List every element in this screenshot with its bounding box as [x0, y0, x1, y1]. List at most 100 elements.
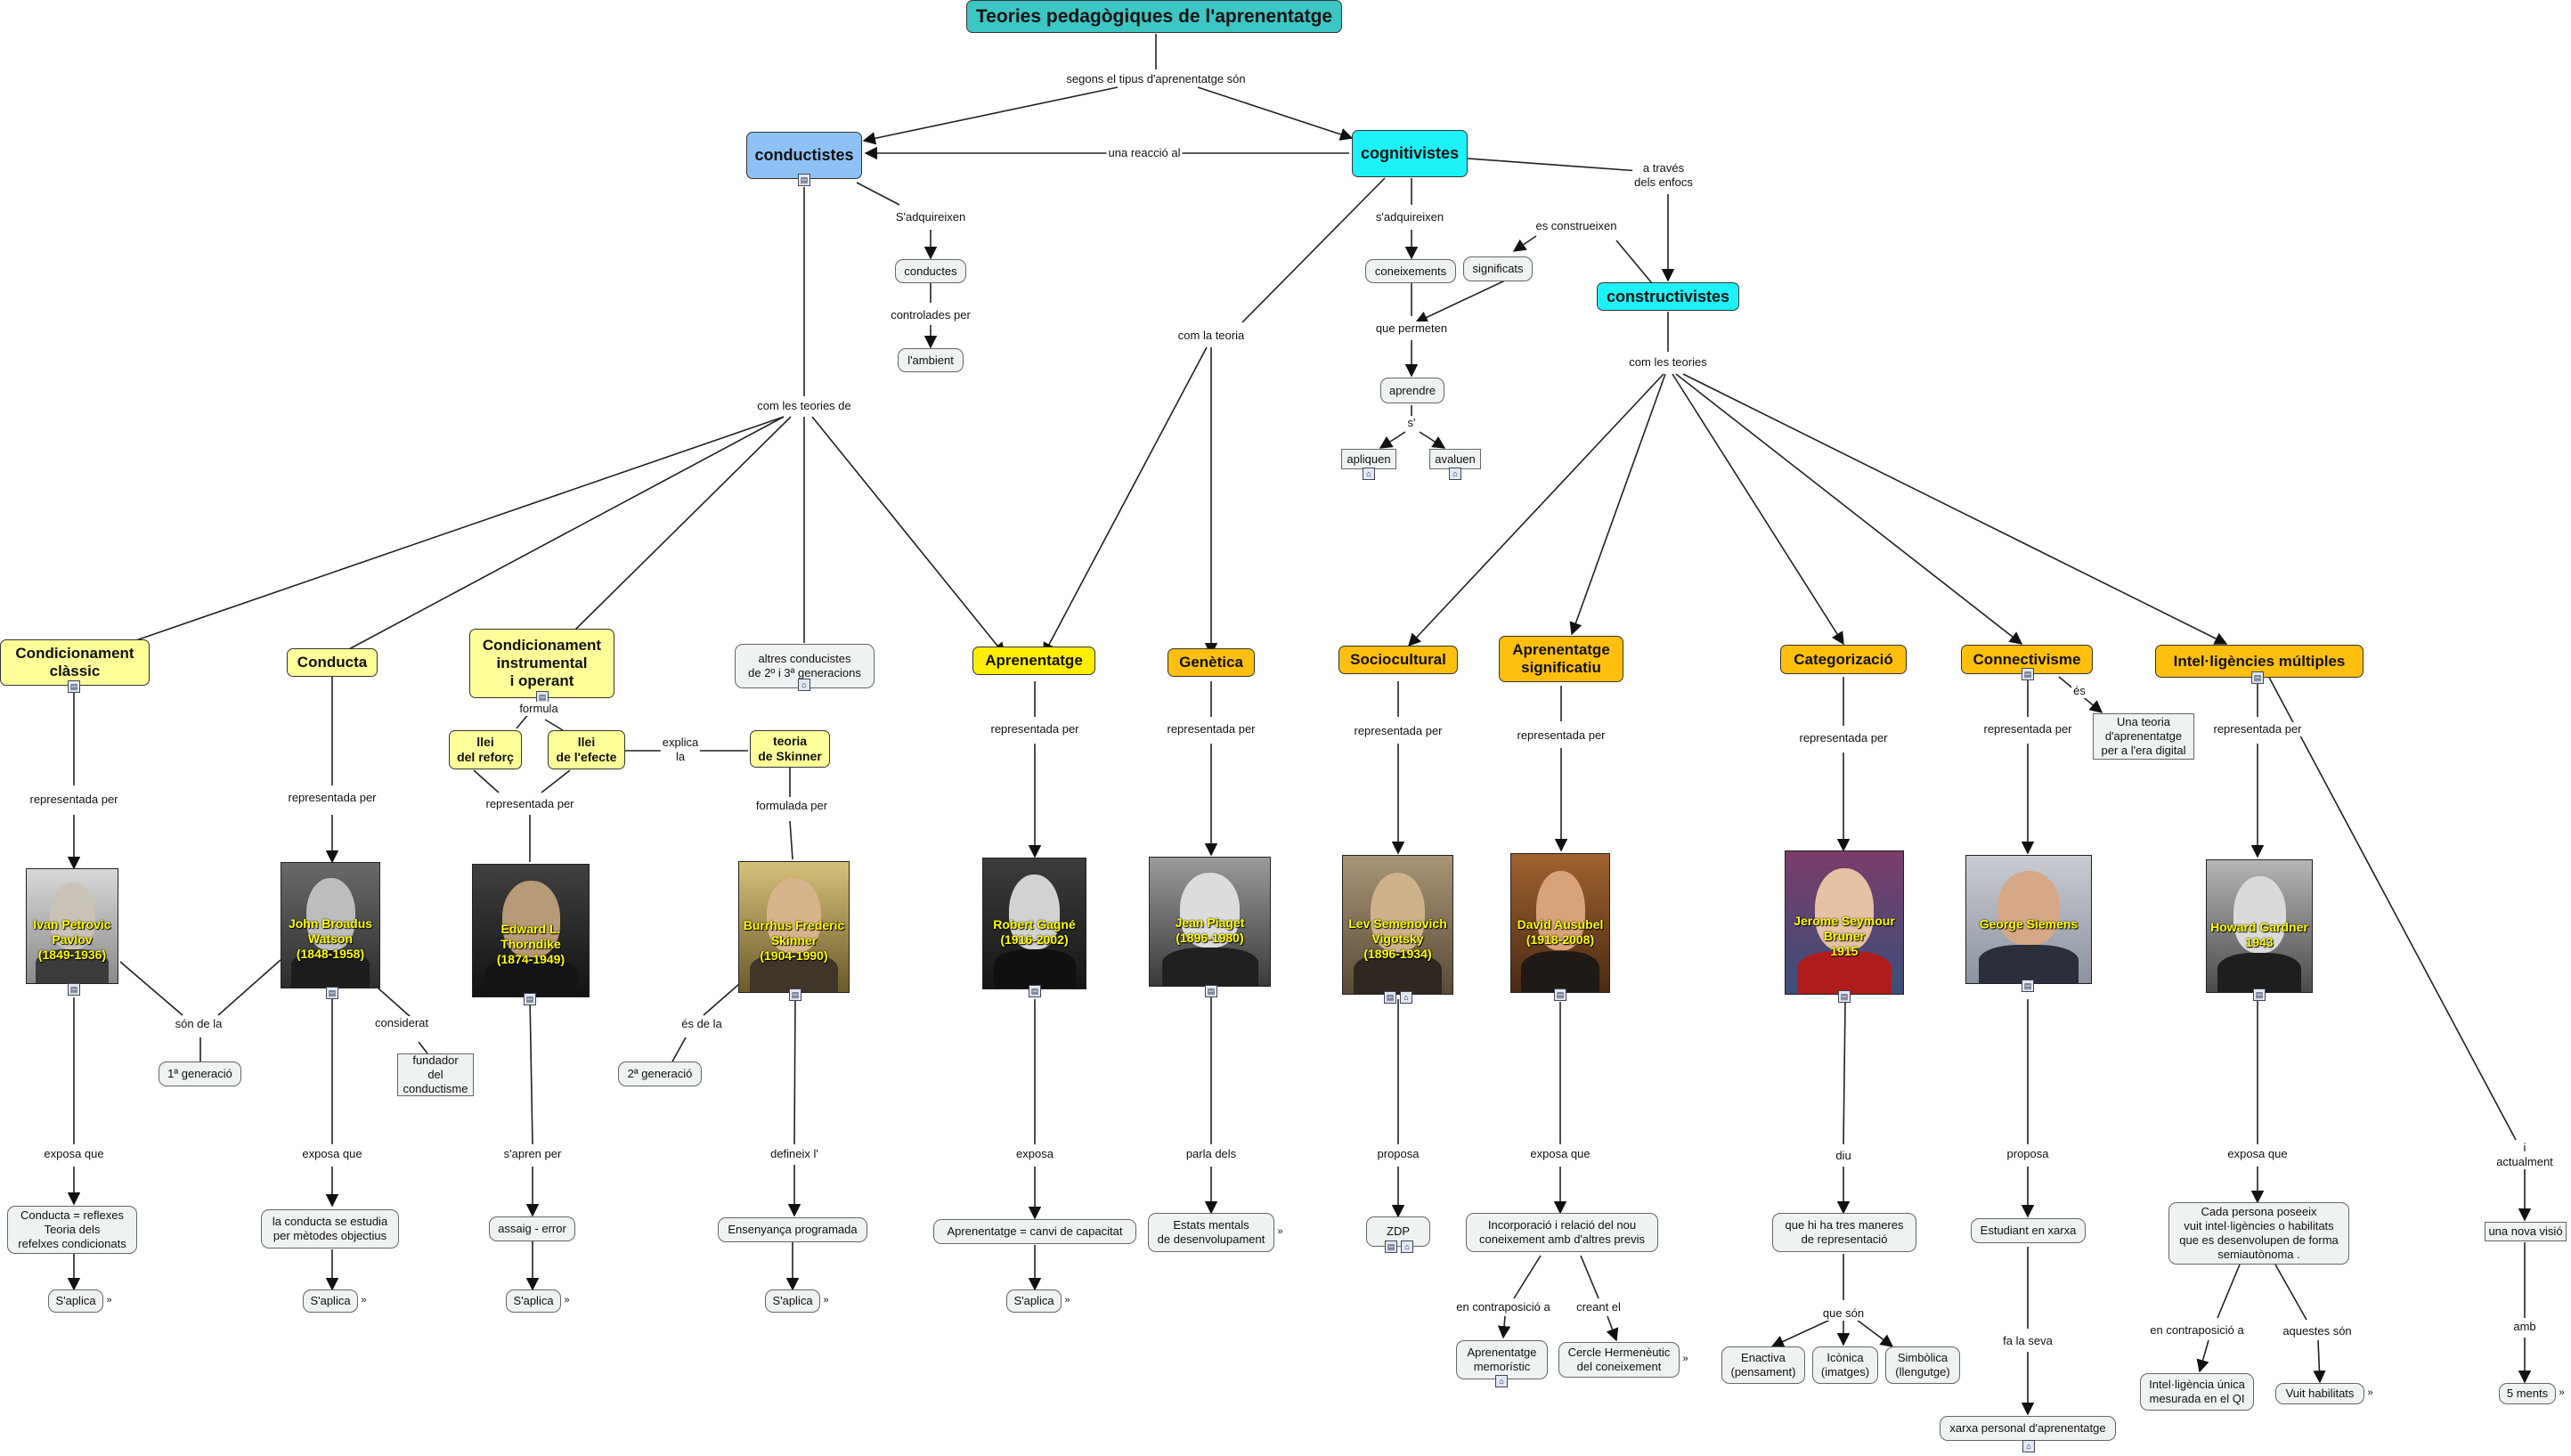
double-arrow-icon[interactable]: » [2367, 1387, 2373, 1398]
label-exposa-que-ausubel[interactable]: exposa que [1528, 1147, 1592, 1161]
note-icon[interactable]: ▤ [524, 993, 536, 1005]
note-icon[interactable]: ▤ [326, 987, 338, 999]
photo-ausubel[interactable]: David Ausubel (1918-2008) [1510, 853, 1610, 993]
note-icon[interactable]: ▤ [2253, 988, 2266, 1001]
label-representada-vigotsky[interactable]: representada per [1352, 724, 1444, 738]
label-exposa-que-watson[interactable]: exposa que [300, 1147, 364, 1161]
note-icon[interactable]: ▤ [2022, 668, 2034, 680]
concept-map-icon[interactable]: ⌂ [2022, 1440, 2035, 1452]
label-representada-thorndike[interactable]: representada per [484, 797, 576, 811]
label-que-permeten[interactable]: que permeten [1373, 321, 1450, 336]
note-icon[interactable]: ▤ [1554, 988, 1566, 1001]
double-arrow-icon[interactable]: » [106, 1295, 112, 1306]
label-fa-la-seva[interactable]: fa la seva [2001, 1334, 2054, 1348]
note-icon[interactable]: ▤ [68, 983, 80, 996]
label-sadquireixen-coneixements[interactable]: s'adquireixen [1373, 210, 1446, 224]
photo-piaget[interactable]: Jean Piaget (1896-1980) [1149, 857, 1271, 987]
label-formula[interactable]: formula [517, 702, 560, 716]
label-exposa-que-pavlov[interactable]: exposa que [42, 1147, 106, 1161]
photo-pavlov[interactable]: Ivan Petrovic Pavlov (1849-1936) [26, 868, 118, 984]
double-arrow-icon[interactable]: » [1682, 1354, 1688, 1364]
double-arrow-icon[interactable]: » [823, 1295, 829, 1306]
node-conductes[interactable]: conductes [895, 259, 966, 283]
concept-map-icon[interactable]: ⌂ [1449, 468, 1461, 480]
note-icon[interactable]: ▤ [1029, 985, 1041, 997]
node-saplica-pavlov[interactable]: S'aplica [48, 1289, 103, 1313]
concept-map-icon[interactable]: ⌂ [798, 679, 810, 691]
node-avaluen[interactable]: avaluen [1429, 449, 1481, 469]
double-arrow-icon[interactable]: » [361, 1295, 367, 1306]
label-es-de-la[interactable]: és de la [679, 1017, 724, 1031]
label-segons[interactable]: segons el tipus d'aprenentatge són [1064, 72, 1248, 86]
label-en-contraposicio-ausubel[interactable]: en contraposició a [1454, 1300, 1552, 1314]
label-aquestes-son[interactable]: aquestes són [2281, 1324, 2354, 1338]
label-formulada-per[interactable]: formulada per [753, 799, 830, 813]
label-es-construeixen[interactable]: es construeixen [1534, 219, 1619, 233]
label-s[interactable]: s' [1405, 416, 1418, 430]
node-categoritzacio[interactable]: Categorizació [1780, 645, 1907, 674]
label-proposa-vigotsky[interactable]: proposa [1375, 1147, 1421, 1161]
node-significats[interactable]: significats [1463, 256, 1533, 281]
node-enactiva[interactable]: Enactiva (pensament) [1721, 1346, 1805, 1384]
node-apliquen[interactable]: apliquen [1341, 449, 1396, 469]
photo-skinner[interactable]: Burrhus Frederic Skinner (1904-1990) [738, 861, 850, 993]
concept-map-icon[interactable]: ⌂ [1400, 991, 1412, 1004]
label-representada-gardner[interactable]: representada per [2211, 722, 2304, 736]
label-considerat[interactable]: considerat [373, 1016, 430, 1030]
label-que-son[interactable]: que són [1820, 1306, 1867, 1321]
label-representada-piaget[interactable]: representada per [1165, 722, 1257, 736]
photo-gardner[interactable]: Howard Gardner 1943 [2206, 859, 2313, 993]
label-representada-ausubel[interactable]: representada per [1515, 728, 1607, 743]
note-icon[interactable]: ▤ [798, 174, 810, 186]
node-llei-reforc[interactable]: llei del reforç [449, 730, 522, 769]
node-iconica[interactable]: Icònica (imatges) [1812, 1346, 1878, 1384]
node-cada-persona[interactable]: Cada persona poseeix vuit intel·ligèncie… [2168, 1202, 2349, 1265]
label-representada-bruner[interactable]: representada per [1797, 731, 1890, 745]
node-memoristic[interactable]: Aprenentatge memorístic [1456, 1340, 1548, 1379]
concept-map-icon[interactable]: ⌂ [1495, 1375, 1508, 1387]
label-representada-pavlov[interactable]: representada per [28, 793, 120, 807]
label-son-de-la[interactable]: són de la [173, 1017, 224, 1031]
double-arrow-icon[interactable]: » [2559, 1387, 2565, 1398]
label-creant-el[interactable]: creant el [1574, 1300, 1623, 1314]
label-sapren-per[interactable]: s'apren per [501, 1147, 564, 1161]
node-nova-visio[interactable]: una nova visió [2485, 1222, 2567, 1241]
label-reaccio[interactable]: una reacció al [1106, 146, 1183, 160]
note-icon[interactable]: ▤ [1384, 991, 1396, 1004]
photo-bruner[interactable]: Jerome Seymour Bruner 1915 [1785, 850, 1904, 995]
node-cercle-hermeneutic[interactable]: Cercle Hermenèutic del coneixement [1558, 1342, 1680, 1378]
node-ensenyanca-programada[interactable]: Ensenyança programada [718, 1217, 867, 1242]
node-saplica-watson[interactable]: S'aplica [303, 1289, 358, 1313]
node-aprenentatge[interactable]: Aprenentatge [972, 647, 1095, 675]
concept-map-icon[interactable]: ⌂ [1363, 468, 1375, 480]
photo-siemens[interactable]: George Siemens [1965, 855, 2092, 984]
node-conducta[interactable]: Conducta [287, 648, 378, 677]
label-representada-gagne[interactable]: representada per [989, 722, 1081, 736]
label-com-les-teories[interactable]: com les teories [1627, 355, 1709, 370]
node-metodes-objectius[interactable]: la conducta se estudia per mètodes objec… [261, 1209, 399, 1249]
label-controlades[interactable]: controlades per [889, 308, 972, 322]
concept-map-icon[interactable]: ⌂ [1401, 1240, 1413, 1253]
double-arrow-icon[interactable]: » [1064, 1295, 1070, 1306]
node-tres-maneres[interactable]: que hi ha tres maneres de representació [1772, 1213, 1916, 1252]
photo-watson[interactable]: John Broadus Watson (1848-1958) [281, 862, 380, 988]
node-estats-mentals[interactable]: Estats mentals de desenvolupament [1148, 1213, 1274, 1252]
label-com-les-teories-de[interactable]: com les teories de [755, 399, 853, 413]
photo-thorndike[interactable]: Edward L. Thorndike (1874-1949) [472, 864, 590, 997]
node-ambient[interactable]: l'ambient [898, 348, 964, 372]
label-amb[interactable]: amb [2511, 1320, 2538, 1334]
node-aprendre[interactable]: aprendre [1380, 378, 1444, 403]
node-assaig-error[interactable]: assaig - error [489, 1216, 575, 1241]
node-5-ments[interactable]: 5 ments [2499, 1383, 2556, 1404]
label-representada-siemens[interactable]: representada per [1981, 722, 2074, 736]
note-icon[interactable]: ▤ [1385, 1240, 1397, 1253]
double-arrow-icon[interactable]: » [564, 1295, 570, 1306]
node-llei-efecte[interactable]: llei de l'efecte [548, 730, 625, 769]
node-una-teoria[interactable]: Una teoria d'aprenentatge per a l'era di… [2093, 713, 2194, 760]
label-explica-la[interactable]: explica la [660, 736, 701, 764]
node-condicionament-classic[interactable]: Condicionament clàssic [0, 639, 150, 686]
node-incorporacio[interactable]: Incorporació i relació del nou coneixeme… [1466, 1213, 1658, 1252]
node-saplica-skinner[interactable]: S'aplica [765, 1289, 820, 1313]
node-cognitivistes[interactable]: cognitivistes [1352, 130, 1468, 177]
label-parla-dels[interactable]: parla dels [1184, 1147, 1239, 1161]
